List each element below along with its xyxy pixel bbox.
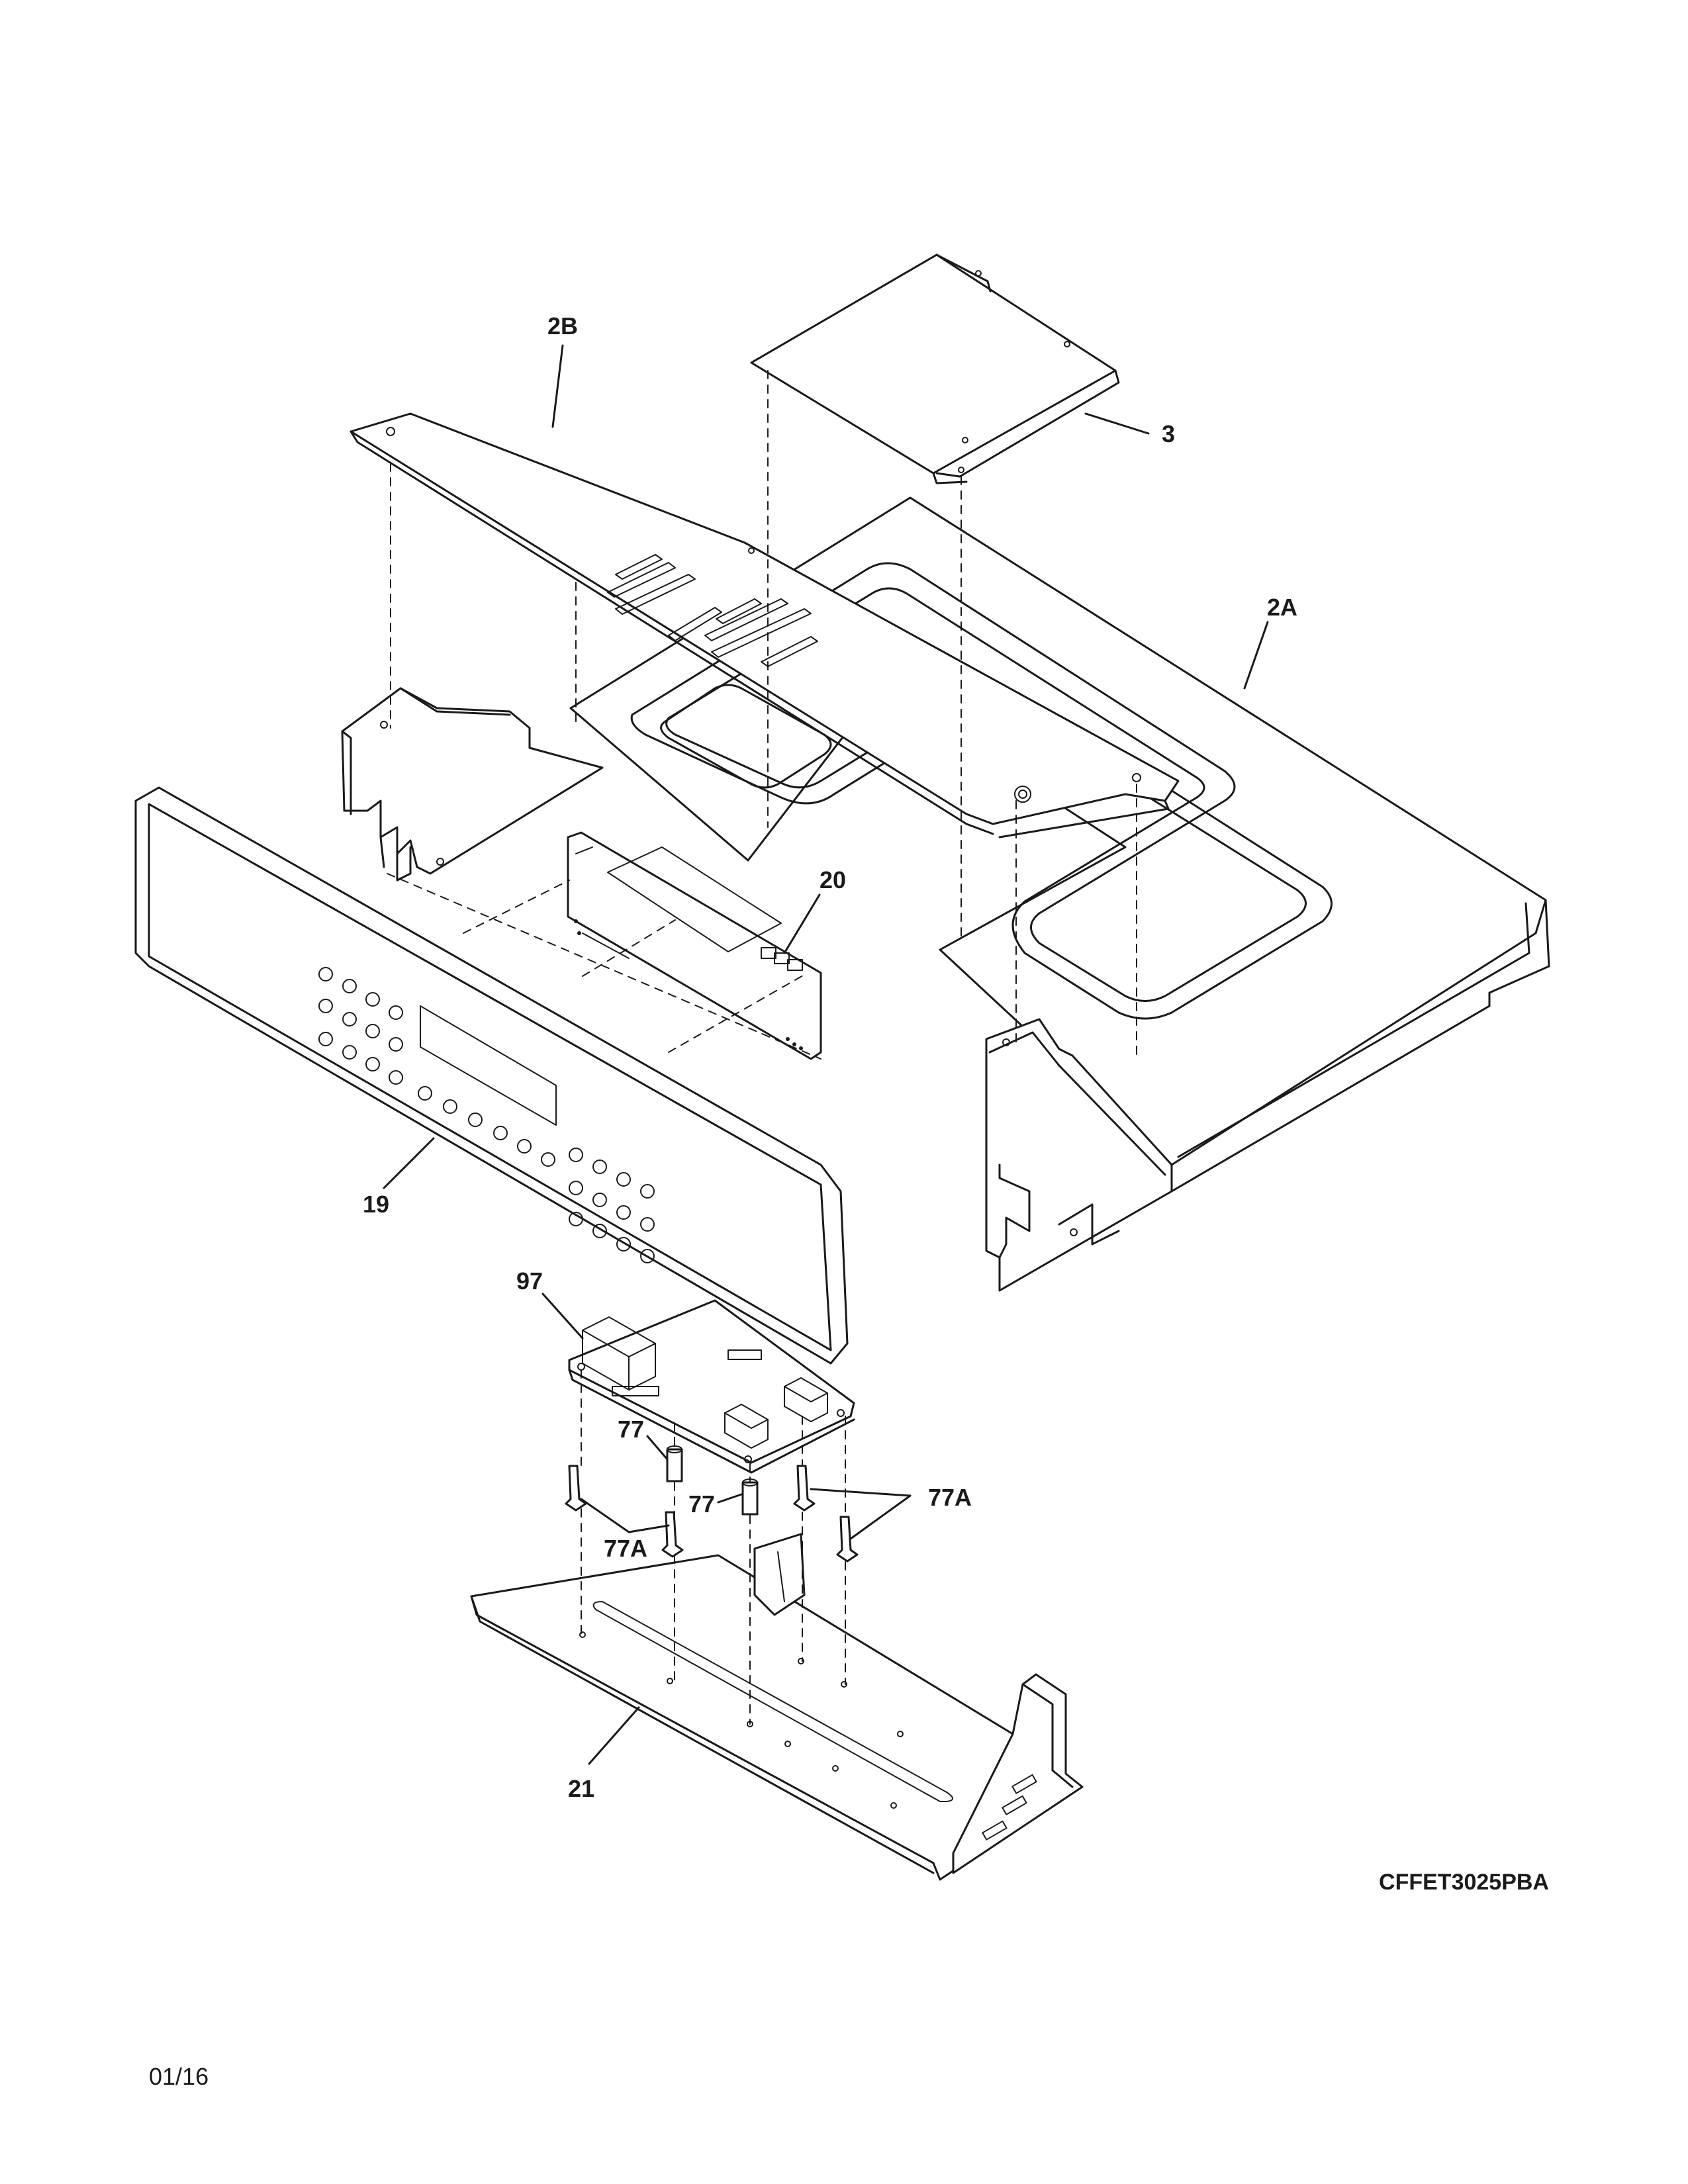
part-20-display-board: [567, 831, 822, 1060]
date-code: 01/16: [149, 2063, 209, 2090]
callout-77a-left: 77A: [604, 1535, 647, 1562]
leader-lines: [383, 344, 1269, 1765]
callout-3: 3: [1162, 420, 1175, 447]
model-code: CFFET3025PBA: [1379, 1870, 1549, 1895]
part-2b-top-brace: [350, 412, 1180, 839]
callout-77-lower: 77: [688, 1490, 715, 1518]
callout-77a-right: 77A: [928, 1484, 972, 1511]
callout-97: 97: [516, 1267, 543, 1295]
part-97-control-board: [568, 1299, 855, 1474]
part-2a-left-bracket: [341, 687, 604, 882]
assembly-lines: [387, 370, 1137, 1725]
callout-2b: 2B: [547, 312, 578, 340]
callout-77-upper: 77: [618, 1416, 644, 1443]
callout-20: 20: [820, 866, 846, 893]
callout-2a: 2A: [1267, 594, 1297, 621]
part-3-cover-plate: [750, 253, 1120, 484]
part-21-base-bracket: [470, 1533, 1084, 1881]
callout-labels: 2B 3 2A 20 19 97 77 77 77A 77A 21: [363, 312, 1297, 1802]
part-19-console-panel: [134, 786, 849, 1365]
callout-21: 21: [568, 1775, 594, 1802]
callout-19: 19: [363, 1191, 389, 1218]
spacers-and-standoffs: [565, 1445, 859, 1563]
